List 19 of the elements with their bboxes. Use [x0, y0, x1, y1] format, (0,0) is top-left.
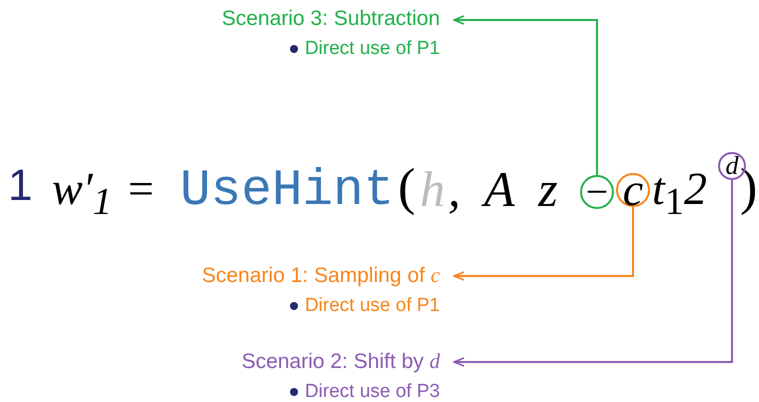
math-variable: w′$_{1}$	[52, 166, 112, 222]
arrow	[453, 180, 733, 367]
math-expression: t$_{1}$2	[652, 166, 707, 222]
line-number: 1	[8, 164, 32, 208]
bullet-text: Direct use of P1	[304, 38, 440, 59]
arrow	[453, 207, 634, 281]
bullet-text: Direct use of P3	[304, 381, 440, 402]
circled-symbol: c	[616, 173, 650, 207]
math-variable: h	[420, 164, 445, 214]
scenario-heading: Scenario 3: Subtraction	[222, 6, 440, 32]
function-name: UseHint	[180, 166, 394, 217]
arrow	[453, 15, 598, 175]
equals-sign: =	[128, 166, 154, 212]
parenthesis: (	[398, 162, 416, 214]
circled-symbol: −	[580, 175, 614, 209]
bullet-text: Direct use of P1	[304, 295, 440, 316]
scenario-heading: Scenario 2: Shift by d	[242, 348, 440, 375]
math-expression: , A z	[448, 164, 558, 214]
scenario-heading: Scenario 1: Sampling of c	[202, 262, 440, 289]
